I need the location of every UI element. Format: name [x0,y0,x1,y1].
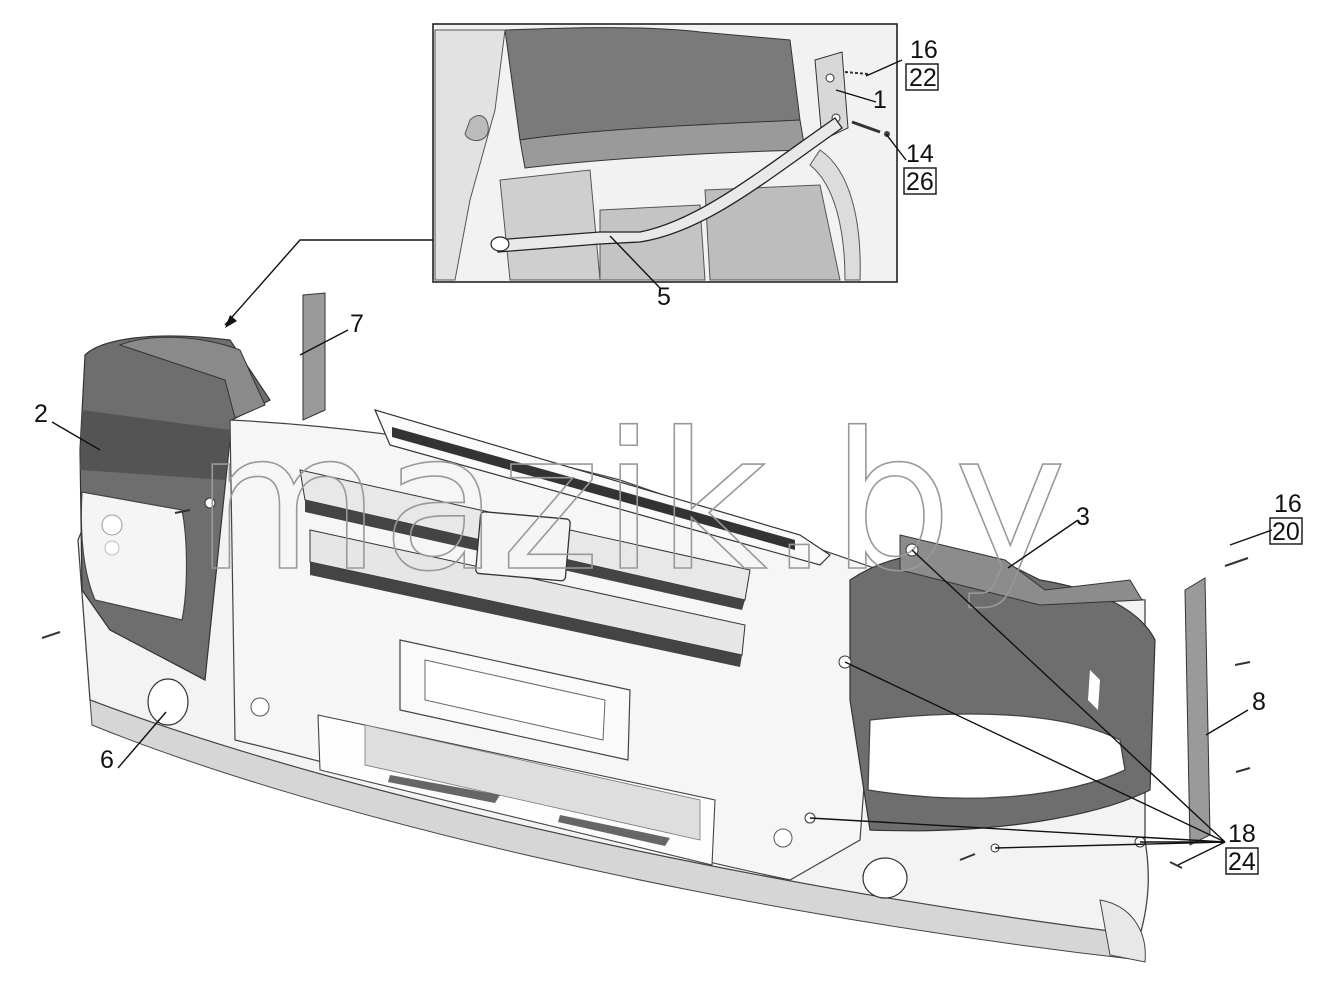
detail-inset [432,23,898,283]
callout-5: 5 [657,283,671,311]
leader-lines [51,59,1273,866]
callout-14: 14 [906,140,934,168]
callout-26: 26 [906,168,934,196]
svg-text:mazik.by: mazik.by [195,392,1069,613]
callout-1: 1 [873,86,887,114]
callout-18: 18 [1228,820,1256,848]
watermark: mazik.by [194,391,1069,614]
callout-7: 7 [350,310,364,338]
callout-16-top: 16 [910,36,938,64]
callout-22: 22 [909,64,937,92]
callout-24: 24 [1228,848,1256,876]
callout-8: 8 [1252,688,1266,716]
callout-16-right: 16 [1274,490,1302,518]
callout-6: 6 [100,746,114,774]
callout-20: 20 [1272,518,1300,546]
bumper-assembly [41,292,1251,963]
detail-pointer-arrow [224,239,433,328]
callout-2: 2 [34,400,48,428]
callout-3: 3 [1076,503,1090,531]
callout-labels: 16 22 1 14 26 5 7 2 3 16 20 8 6 18 24 [34,36,1303,876]
